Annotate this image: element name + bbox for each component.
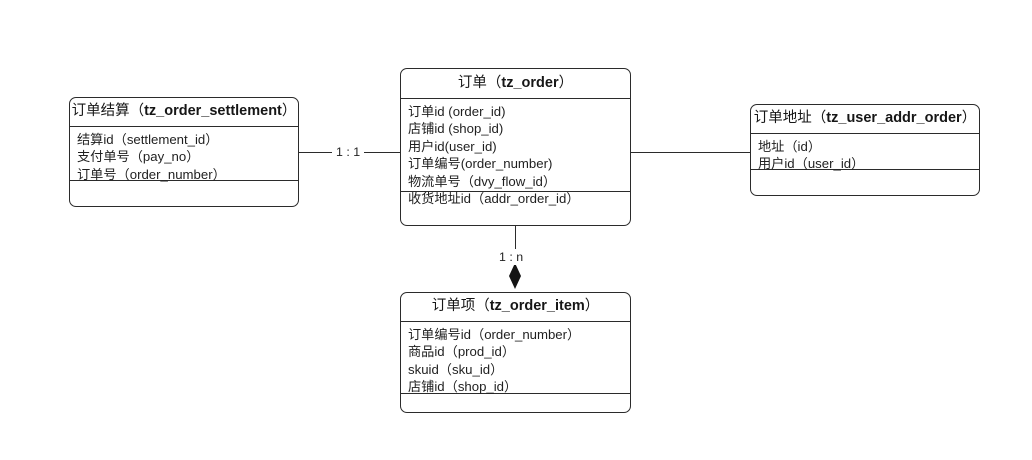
attribute-row: 商品id（prod_id）	[408, 344, 516, 360]
attribute-row: 店铺id (shop_id)	[408, 121, 504, 137]
entity-name-en: tz_user_addr_order	[826, 110, 962, 127]
entity-attributes-user-addr-order: 地址（id） 用户id（user_id）	[751, 134, 979, 172]
paren-close: ）	[584, 298, 600, 315]
attribute-row: 用户id（user_id）	[758, 156, 865, 172]
attribute-row: 订单id (order_id)	[408, 104, 506, 119]
paren-close: ）	[558, 74, 574, 91]
entity-name-cn: 订单结算	[71, 103, 130, 120]
entity-name-en: tz_order_settlement	[144, 103, 282, 120]
paren-close: ）	[281, 103, 297, 120]
entity-box-order-settlement[interactable]: 订单结算（tz_order_settlement） 结算id（settlemen…	[69, 97, 299, 207]
attribute-row: 订单号（order_number）	[77, 166, 226, 182]
entity-header-user-addr-order: 订单地址（tz_user_addr_order）	[751, 105, 979, 134]
entity-attributes-order: 订单id (order_id) 店铺id (shop_id) 用户id(user…	[401, 99, 630, 206]
attribute-row: 地址（id）	[758, 139, 822, 154]
entity-box-user-addr-order[interactable]: 订单地址（tz_user_addr_order） 地址（id） 用户id（use…	[750, 104, 980, 196]
entity-methods-compartment-user-addr-order	[751, 170, 979, 195]
attribute-row: 店铺id（shop_id）	[408, 379, 518, 395]
entity-methods-compartment-order-item	[401, 394, 630, 412]
attribute-row: 物流单号（dvy_flow_id）	[408, 173, 557, 189]
entity-header-order-settlement: 订单结算（tz_order_settlement）	[70, 98, 298, 127]
entity-attributes-order-settlement: 结算id（settlement_id） 支付单号（pay_no） 订单号（ord…	[70, 127, 298, 182]
attribute-row: 收货地址id（addr_order_id）	[408, 191, 580, 207]
paren-open: （	[486, 74, 502, 91]
entity-header-order: 订单（tz_order）	[401, 69, 630, 99]
entity-name-cn: 订单地址	[753, 110, 812, 127]
attribute-row: 支付单号（pay_no）	[77, 149, 200, 165]
entity-header-order-item: 订单项（tz_order_item）	[401, 293, 630, 322]
paren-open: （	[811, 110, 827, 127]
entity-attributes-order-item: 订单编号id（order_number） 商品id（prod_id） skuid…	[401, 322, 630, 394]
connector-order-item	[515, 226, 516, 270]
relationship-label-settlement-order: 1 : 1	[332, 144, 365, 160]
attribute-row: 订单编号id（order_number）	[408, 327, 581, 342]
paren-open: （	[129, 103, 145, 120]
attribute-row: 结算id（settlement_id）	[77, 132, 219, 147]
entity-box-order[interactable]: 订单（tz_order） 订单id (order_id) 店铺id (shop_…	[400, 68, 631, 226]
entity-name-cn: 订单	[457, 74, 487, 91]
entity-methods-compartment-order-settlement	[70, 181, 298, 206]
entity-box-order-item[interactable]: 订单项（tz_order_item） 订单编号id（order_number） …	[400, 292, 631, 413]
entity-name-en: tz_order	[501, 74, 559, 91]
attribute-row: 订单编号(order_number)	[408, 156, 553, 172]
attribute-row: skuid（sku_id）	[408, 361, 504, 377]
filled-diamond-marker-icon	[509, 263, 521, 289]
connector-order-address	[631, 152, 750, 153]
entity-name-en: tz_order_item	[489, 298, 585, 315]
attribute-row: 用户id(user_id)	[408, 138, 497, 154]
paren-close: ）	[961, 110, 977, 127]
relationship-label-order-item: 1 : n	[495, 249, 528, 265]
entity-name-cn: 订单项	[431, 298, 476, 315]
paren-open: （	[475, 298, 490, 315]
